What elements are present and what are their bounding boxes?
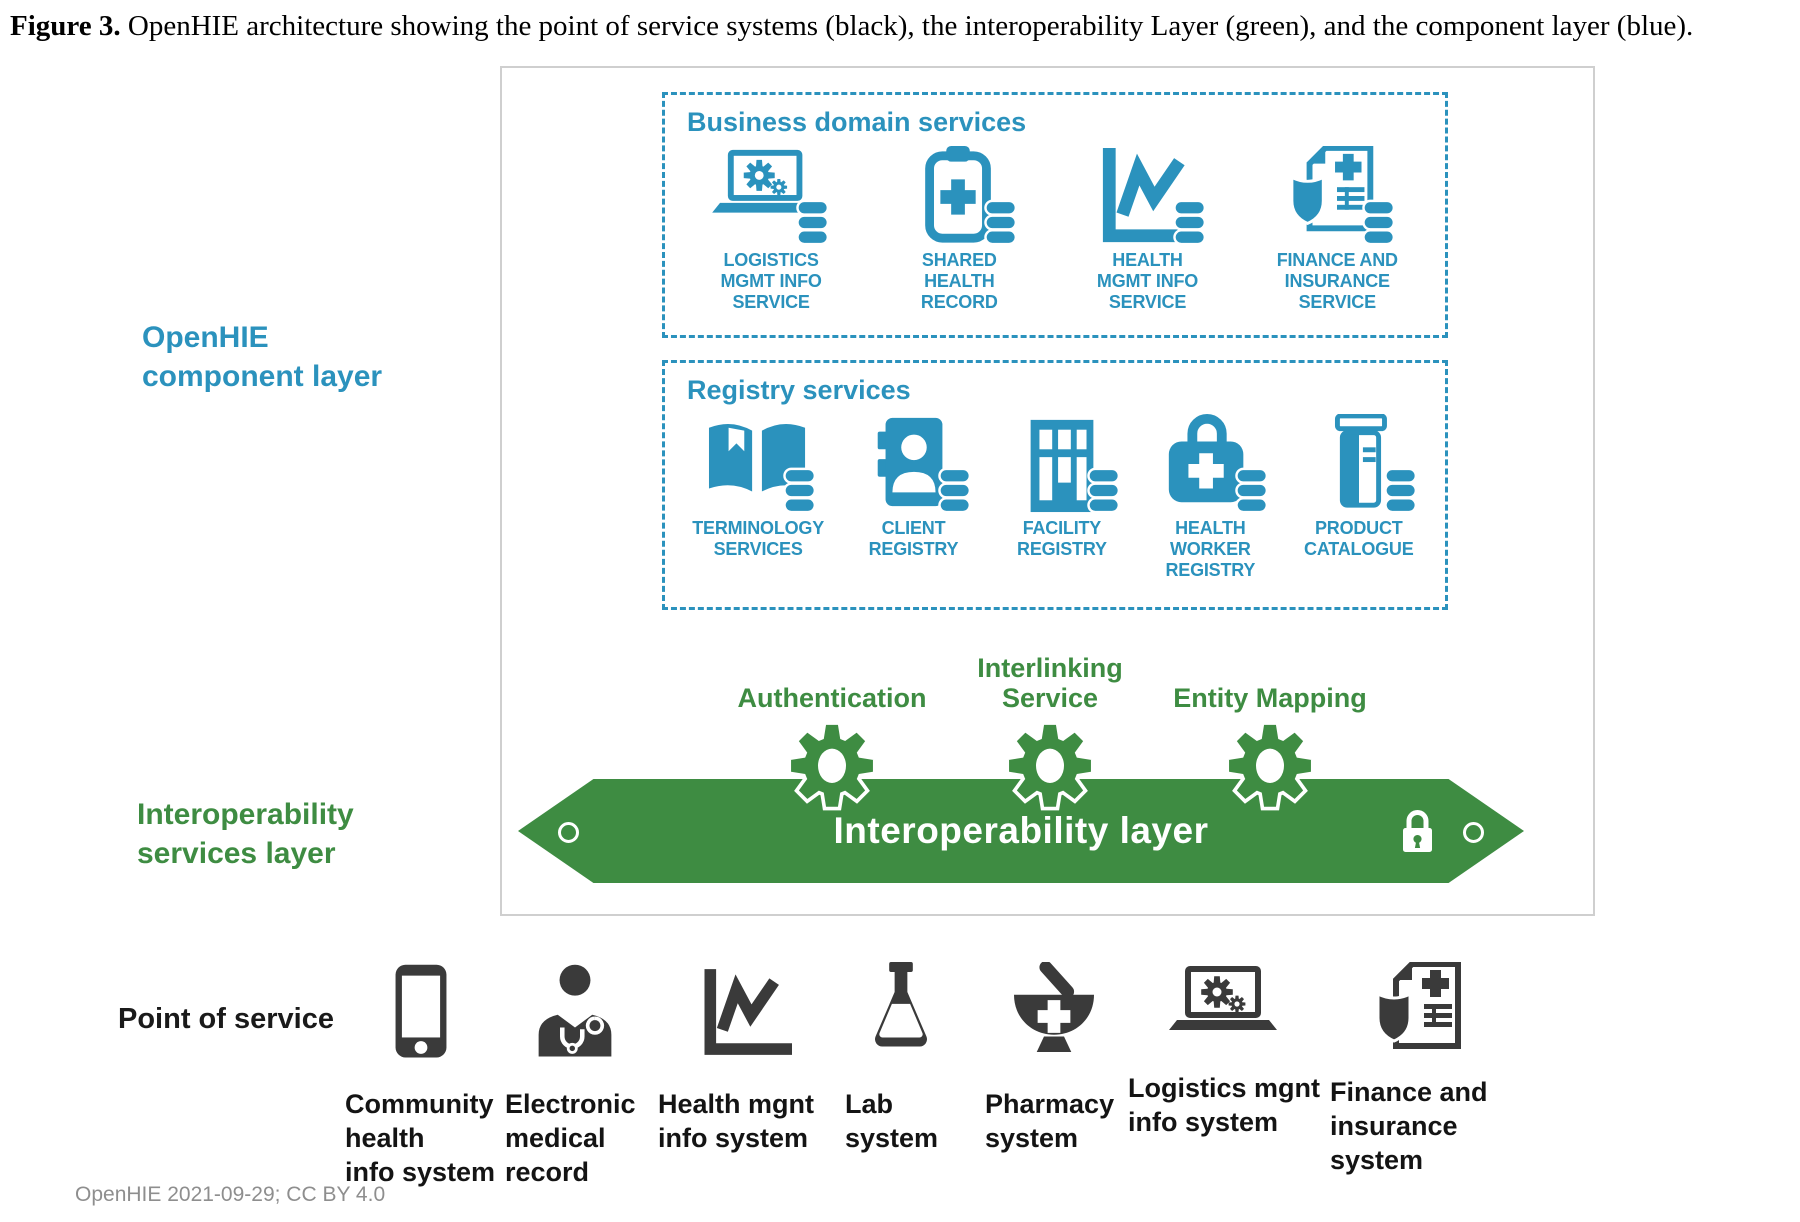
database-icon xyxy=(796,199,830,246)
pos-item-label: Logistics mgnt info system xyxy=(1128,1073,1321,1137)
service-item: FINANCE AND INSURANCE SERVICE xyxy=(1277,146,1398,313)
interop-service-label: Entity Mapping xyxy=(1173,682,1367,713)
laptop-gears-dark-icon xyxy=(1169,966,1277,1030)
pos-item-label: Finance and insurance system xyxy=(1330,1077,1488,1175)
service-item: HEALTH MGMT INFO SERVICE xyxy=(1089,146,1207,313)
pos-item-label: Electronic medical record xyxy=(505,1089,636,1187)
mortar-pestle-icon xyxy=(1014,962,1094,1052)
contact-card-icon xyxy=(878,417,972,514)
pos-item: Health mgnt info system xyxy=(658,962,826,1156)
service-item-label: FACILITY REGISTRY xyxy=(1017,518,1107,559)
banner-ring-icon xyxy=(558,822,579,843)
figure-number: Figure 3. xyxy=(10,10,121,42)
lab-flask-icon xyxy=(875,962,927,1047)
service-item-label: CLIENT REGISTRY xyxy=(868,518,959,559)
registry-services-items: TERMINOLOGY SERVICES CLIENT REGISTRY FAC… xyxy=(665,414,1445,581)
gear-icon xyxy=(1225,721,1315,811)
pos-item: Lab system xyxy=(845,962,957,1156)
pos-item: Logistics mgnt info system xyxy=(1128,962,1320,1140)
figure-caption-text: OpenHIE architecture showing the point o… xyxy=(120,10,1694,42)
pos-item-label: Community health info system xyxy=(345,1089,496,1187)
chart-line-dark-icon xyxy=(704,969,792,1055)
database-icon xyxy=(1384,467,1417,514)
service-item-label: LOGISTICS MGMT INFO SERVICE xyxy=(720,250,822,312)
pos-item-label: Health mgnt info system xyxy=(658,1089,815,1153)
service-item-label: HEALTH MGMT INFO SERVICE xyxy=(1096,250,1199,312)
database-icon xyxy=(938,467,972,514)
doctor-icon xyxy=(538,964,612,1057)
business-domain-services-title: Business domain services xyxy=(687,107,1027,137)
service-item-label: HEALTH WORKER REGISTRY xyxy=(1165,518,1256,580)
interop-service-label: Interlinking Service xyxy=(977,652,1123,713)
gear-icon xyxy=(1005,721,1095,811)
component-layer-label: OpenHIE component layer xyxy=(142,321,383,393)
registry-services-title: Registry services xyxy=(687,375,911,405)
point-of-service-label: Point of service xyxy=(118,1003,334,1035)
business-domain-services-box: Business domain services LOGISTICS MGMT … xyxy=(662,92,1448,338)
registry-services-box: Registry services TERMINOLOGY SERVICES C… xyxy=(662,360,1448,610)
document-shield-dark-icon xyxy=(1376,962,1461,1049)
padlock-icon xyxy=(1403,810,1432,852)
chart-line-icon xyxy=(1102,147,1206,246)
figure-caption: Figure 3. OpenHIE architecture showing t… xyxy=(10,10,1792,43)
interoperability-banner-label: Interoperability layer xyxy=(833,810,1209,851)
business-domain-services-items: LOGISTICS MGMT INFO SERVICE SHARED HEALT… xyxy=(665,146,1445,313)
service-item: PRODUCT CATALOGUE xyxy=(1300,414,1418,560)
pill-bottle-icon xyxy=(1334,414,1417,514)
service-item-label: TERMINOLOGY SERVICES xyxy=(692,518,825,559)
pos-item: Community health info system xyxy=(345,962,497,1189)
service-item-label: PRODUCT CATALOGUE xyxy=(1304,518,1414,559)
gear-icon xyxy=(787,721,877,811)
service-item: CLIENT REGISTRY xyxy=(854,414,972,560)
interoperability-layer-label: Interoperability services layer xyxy=(137,798,354,870)
pos-item-label: Lab system xyxy=(845,1089,939,1153)
service-item: SHARED HEALTH RECORD xyxy=(900,146,1018,313)
smartphone-icon xyxy=(395,964,447,1058)
service-item: TERMINOLOGY SERVICES xyxy=(692,414,824,560)
document-shield-icon xyxy=(1290,146,1396,246)
diagram-panel: Business domain services LOGISTICS MGMT … xyxy=(500,66,1595,916)
service-item: HEALTH WORKER REGISTRY xyxy=(1151,414,1269,581)
pos-item-label: Pharmacy system xyxy=(985,1089,1115,1153)
open-book-icon xyxy=(709,423,817,514)
building-icon xyxy=(1030,419,1120,514)
database-icon xyxy=(1235,467,1269,514)
database-icon xyxy=(1362,199,1396,246)
interop-service: Interlinking Service xyxy=(932,643,1168,811)
interop-service: Authentication xyxy=(714,643,950,811)
laptop-gears-icon xyxy=(712,149,830,246)
service-item: FACILITY REGISTRY xyxy=(1003,414,1121,560)
service-item: LOGISTICS MGMT INFO SERVICE xyxy=(712,146,830,313)
database-icon xyxy=(1172,199,1206,246)
clipboard-plus-icon xyxy=(925,146,1018,246)
pos-item: Finance and insurance system xyxy=(1330,962,1498,1177)
license-note: OpenHIE 2021-09-29; CC BY 4.0 xyxy=(75,1183,386,1206)
database-icon xyxy=(1087,467,1120,514)
banner-ring-icon xyxy=(1463,822,1484,843)
pos-item: Electronic medical record xyxy=(505,962,645,1189)
pos-item: Pharmacy system xyxy=(985,962,1123,1156)
service-item-label: SHARED HEALTH RECORD xyxy=(920,250,998,312)
service-item-label: FINANCE AND INSURANCE SERVICE xyxy=(1276,250,1398,312)
interop-service: Entity Mapping xyxy=(1152,643,1388,811)
medical-bag-icon xyxy=(1169,414,1269,514)
interop-service-label: Authentication xyxy=(737,682,927,713)
database-icon xyxy=(984,199,1018,246)
database-icon xyxy=(783,467,817,514)
